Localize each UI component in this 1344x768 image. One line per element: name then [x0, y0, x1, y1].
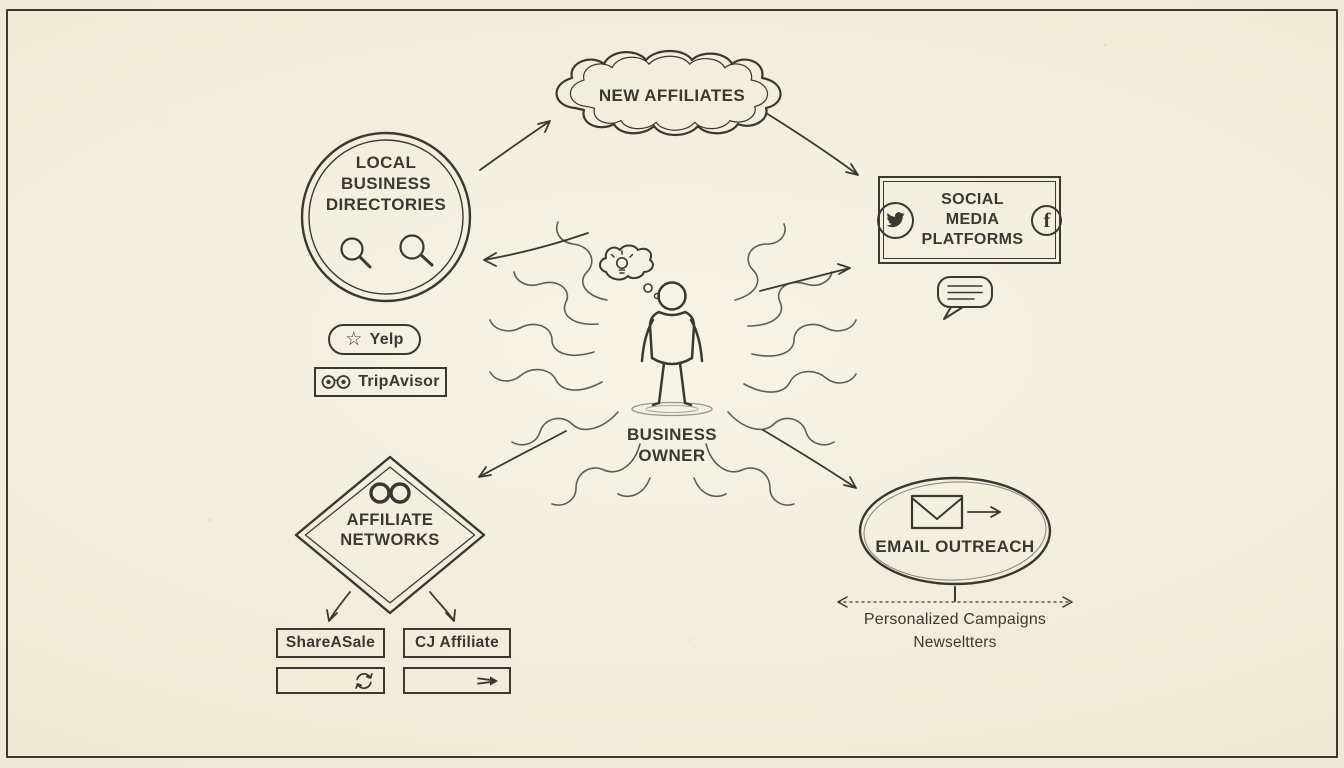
magnifier-icon [340, 237, 372, 269]
business-owner-label: BUSINESS OWNER [626, 425, 718, 466]
shareasale-icon-box [276, 667, 385, 694]
email-span-dotted-arrow [837, 586, 1073, 608]
shareasale-box: ShareASale [276, 628, 385, 658]
arrow-owner-to-email [762, 429, 857, 489]
affiliate-networks-label: AFFILIATE NETWORKS [340, 511, 440, 550]
social-media-label: SOCIAL MEDIA PLATFORMS [921, 191, 1024, 248]
paper-border [6, 9, 1338, 758]
envelope-arrow-icon [967, 506, 1001, 518]
new-affiliates-label: NEW AFFILIATES [598, 86, 746, 105]
squiggle-lines [489, 221, 857, 506]
arrow-owner-to-social [759, 263, 851, 292]
yelp-badge: ☆ Yelp [328, 324, 421, 355]
connector-arrows [326, 112, 859, 622]
email-outreach-ellipse [858, 476, 1052, 586]
thought-bubble-icon [599, 244, 661, 300]
local-directories-circle [300, 131, 472, 303]
arrow-owner-to-networks [478, 430, 567, 478]
tripadvisor-badge: TripAvisor [314, 367, 447, 397]
arrow-networks-to-cj [429, 591, 456, 622]
envelope-icon [910, 494, 964, 530]
local-directories-label: LOCAL BUSINESS DIRECTORIES [325, 153, 447, 215]
shareasale-label: ShareASale [285, 634, 376, 651]
magnifier-icon [399, 234, 434, 267]
social-media-box-inner: SOCIAL MEDIA PLATFORMS f [876, 181, 1063, 259]
figure-arms [640, 318, 704, 363]
social-media-box: SOCIAL MEDIA PLATFORMS f [876, 176, 1063, 264]
figure-torso [648, 310, 696, 366]
chain-link-icon [369, 482, 411, 504]
email-outreach-label: EMAIL OUTREACH [875, 537, 1035, 556]
cj-affiliate-icon-box [403, 667, 511, 694]
figure-legs [651, 361, 693, 407]
arrow-directories-to-affiliates [479, 120, 551, 171]
refresh-arrows-icon [355, 672, 373, 689]
arrow-networks-to-shareasale [326, 591, 351, 622]
arrow-affiliates-to-social [765, 112, 859, 176]
speech-bubble-icon [937, 276, 993, 320]
arrow-owner-to-directories [483, 232, 589, 267]
business-owner-figure [631, 281, 713, 417]
star-icon: ☆ [345, 329, 363, 350]
figure-head [657, 281, 687, 311]
yelp-label: Yelp [369, 330, 404, 348]
figure-shadow [631, 401, 713, 417]
arrow-right-icon [477, 675, 498, 686]
twitter-icon [876, 201, 914, 239]
cj-affiliate-box: CJ Affiliate [403, 628, 511, 658]
facebook-letter: f [1043, 207, 1051, 232]
cj-affiliate-label: CJ Affiliate [415, 634, 499, 651]
lightbulb-icon [610, 250, 634, 274]
newsletters-label: Newseltters [913, 634, 997, 651]
new-affiliates-cloud [555, 49, 782, 137]
facebook-icon: f [1031, 204, 1063, 236]
affiliate-networks-diamond [294, 455, 486, 615]
tripadvisor-label: TripAvisor [358, 373, 440, 390]
binoculars-icon [321, 375, 351, 389]
personalized-campaigns-label: Personalized Campaigns [863, 611, 1047, 628]
